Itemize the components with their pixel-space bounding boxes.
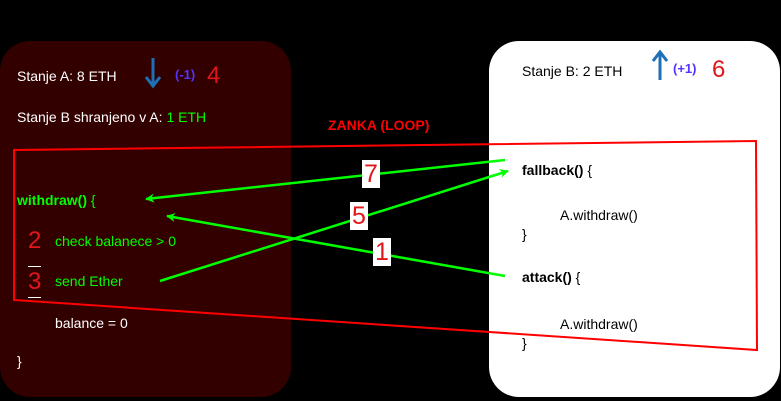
withdraw-close-brace: } bbox=[17, 353, 22, 369]
step-attack-number: 1 bbox=[373, 238, 391, 266]
attack-close-brace: } bbox=[522, 335, 527, 351]
attack-call: A.withdraw() bbox=[560, 316, 638, 332]
contract-b-delta-step: 6 bbox=[712, 56, 726, 83]
contract-b-delta: (+1) bbox=[673, 61, 697, 76]
callback-arrow bbox=[145, 158, 506, 203]
contract-a-stored-balance: Stanje B shranjeno v A: 1 ETH bbox=[17, 109, 206, 125]
withdraw-function: withdraw() { bbox=[17, 192, 96, 208]
step-callback-number: 7 bbox=[362, 160, 380, 188]
contract-a-panel bbox=[0, 41, 291, 397]
send-arrow bbox=[159, 169, 509, 283]
send-ether-line: send Ether bbox=[55, 273, 123, 289]
withdraw-header: withdraw() bbox=[17, 192, 87, 208]
fallback-call: A.withdraw() bbox=[560, 207, 638, 223]
contract-b-panel bbox=[489, 41, 780, 397]
fallback-brace: { bbox=[583, 162, 593, 178]
stored-label: Stanje B shranjeno v A: bbox=[17, 109, 167, 125]
contract-a-balance: Stanje A: 8 ETH bbox=[17, 68, 117, 84]
loop-label: ZANKA (LOOP) bbox=[328, 117, 430, 133]
contract-b-balance: Stanje B: 2 ETH bbox=[522, 63, 623, 79]
fallback-close-brace: } bbox=[522, 226, 527, 242]
arrow-down-icon bbox=[144, 58, 162, 89]
stored-value: 1 ETH bbox=[166, 109, 207, 125]
step-send-number: 5 bbox=[350, 202, 368, 230]
fallback-header: fallback() bbox=[522, 162, 584, 178]
contract-a-delta-step: 4 bbox=[207, 62, 221, 89]
arrow-up-icon bbox=[651, 49, 669, 80]
attack-arrow bbox=[166, 212, 506, 278]
loop-outline bbox=[13, 139, 759, 352]
contract-a-delta: (-1) bbox=[175, 67, 196, 82]
fallback-function: fallback() { bbox=[522, 162, 592, 178]
balance-reset-line: balance = 0 bbox=[55, 315, 128, 331]
attack-header: attack() bbox=[522, 269, 572, 285]
attack-brace: { bbox=[571, 269, 581, 285]
check-balance-line: check balanece > 0 bbox=[55, 233, 177, 249]
withdraw-brace: { bbox=[87, 192, 96, 208]
check-step-number: 2 bbox=[28, 227, 42, 254]
attack-function: attack() { bbox=[522, 269, 580, 285]
send-step-number: 3 bbox=[28, 266, 42, 298]
